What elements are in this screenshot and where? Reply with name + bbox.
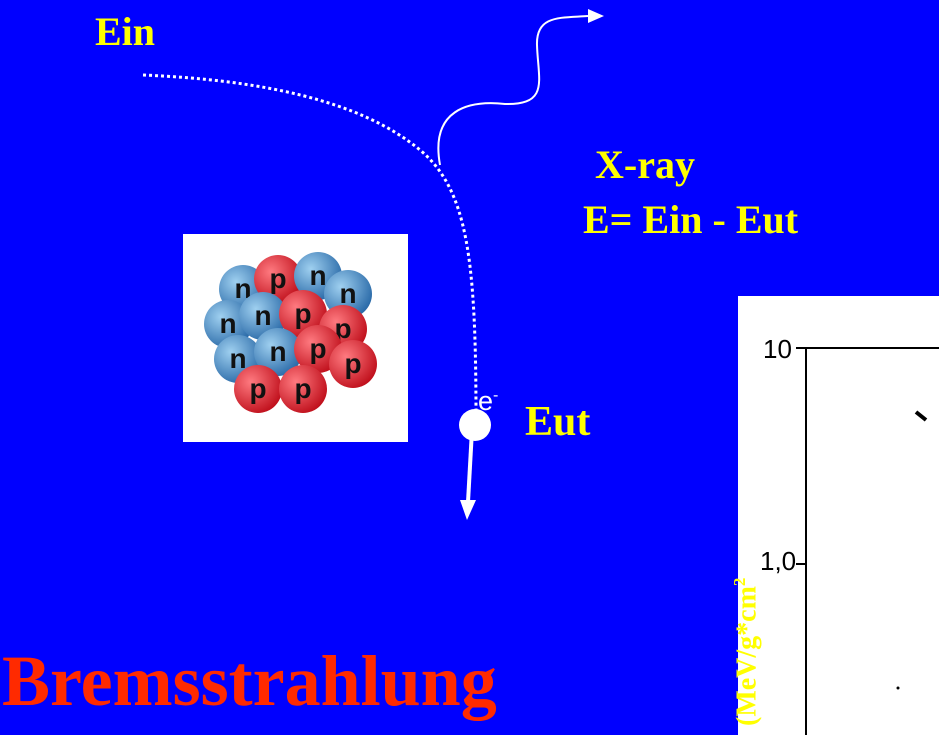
electron-velocity-arrow bbox=[466, 429, 474, 503]
nucleon-letter: n bbox=[269, 336, 286, 367]
nucleon-letter: n bbox=[219, 308, 236, 339]
stopping-power-chart: 10 1,0 bbox=[738, 296, 939, 735]
nucleon-letter: p bbox=[344, 348, 361, 379]
neutron bbox=[324, 270, 372, 318]
page-title: Bremsstrahlung bbox=[2, 641, 497, 721]
xray-photon-path bbox=[437, 15, 589, 166]
chart-axes bbox=[796, 347, 939, 735]
nucleon-letter: p bbox=[269, 263, 286, 294]
nucleon-letter: p bbox=[294, 373, 311, 404]
electron-label: e- bbox=[478, 386, 499, 416]
chart-dot bbox=[896, 686, 900, 690]
electron-path bbox=[142, 73, 478, 421]
energy-equation-label: E= Ein - Eut bbox=[583, 197, 799, 242]
nucleon-letter: n bbox=[234, 273, 251, 304]
xray-arrowhead bbox=[588, 9, 604, 23]
proton bbox=[234, 365, 282, 413]
neutron bbox=[239, 292, 287, 340]
chart-y-axis-label: (MeV/g*cm2 bbox=[730, 577, 763, 726]
chart-curve-mark bbox=[914, 410, 928, 422]
incoming-energy-label: Ein bbox=[95, 9, 156, 54]
tick-label-1: 1,0 bbox=[760, 546, 797, 576]
outgoing-energy-label: Eut bbox=[525, 399, 591, 445]
proton bbox=[254, 255, 302, 303]
electron-arrowhead bbox=[460, 500, 476, 520]
nucleon-letter: p bbox=[334, 313, 351, 344]
proton bbox=[329, 340, 377, 388]
electron-dot bbox=[459, 409, 491, 441]
nucleon-letter: n bbox=[309, 260, 326, 291]
xray-label: X-ray bbox=[595, 142, 695, 187]
nucleon-letter: p bbox=[294, 298, 311, 329]
tick-label-10: 10 bbox=[763, 334, 792, 364]
nucleon-letter: n bbox=[254, 300, 271, 331]
nucleon-letter: p bbox=[309, 333, 326, 364]
nucleon-letter: p bbox=[249, 373, 266, 404]
proton bbox=[279, 365, 327, 413]
nucleon-letter: n bbox=[229, 343, 246, 374]
nucleon-letter: n bbox=[339, 278, 356, 309]
neutron bbox=[254, 328, 302, 376]
